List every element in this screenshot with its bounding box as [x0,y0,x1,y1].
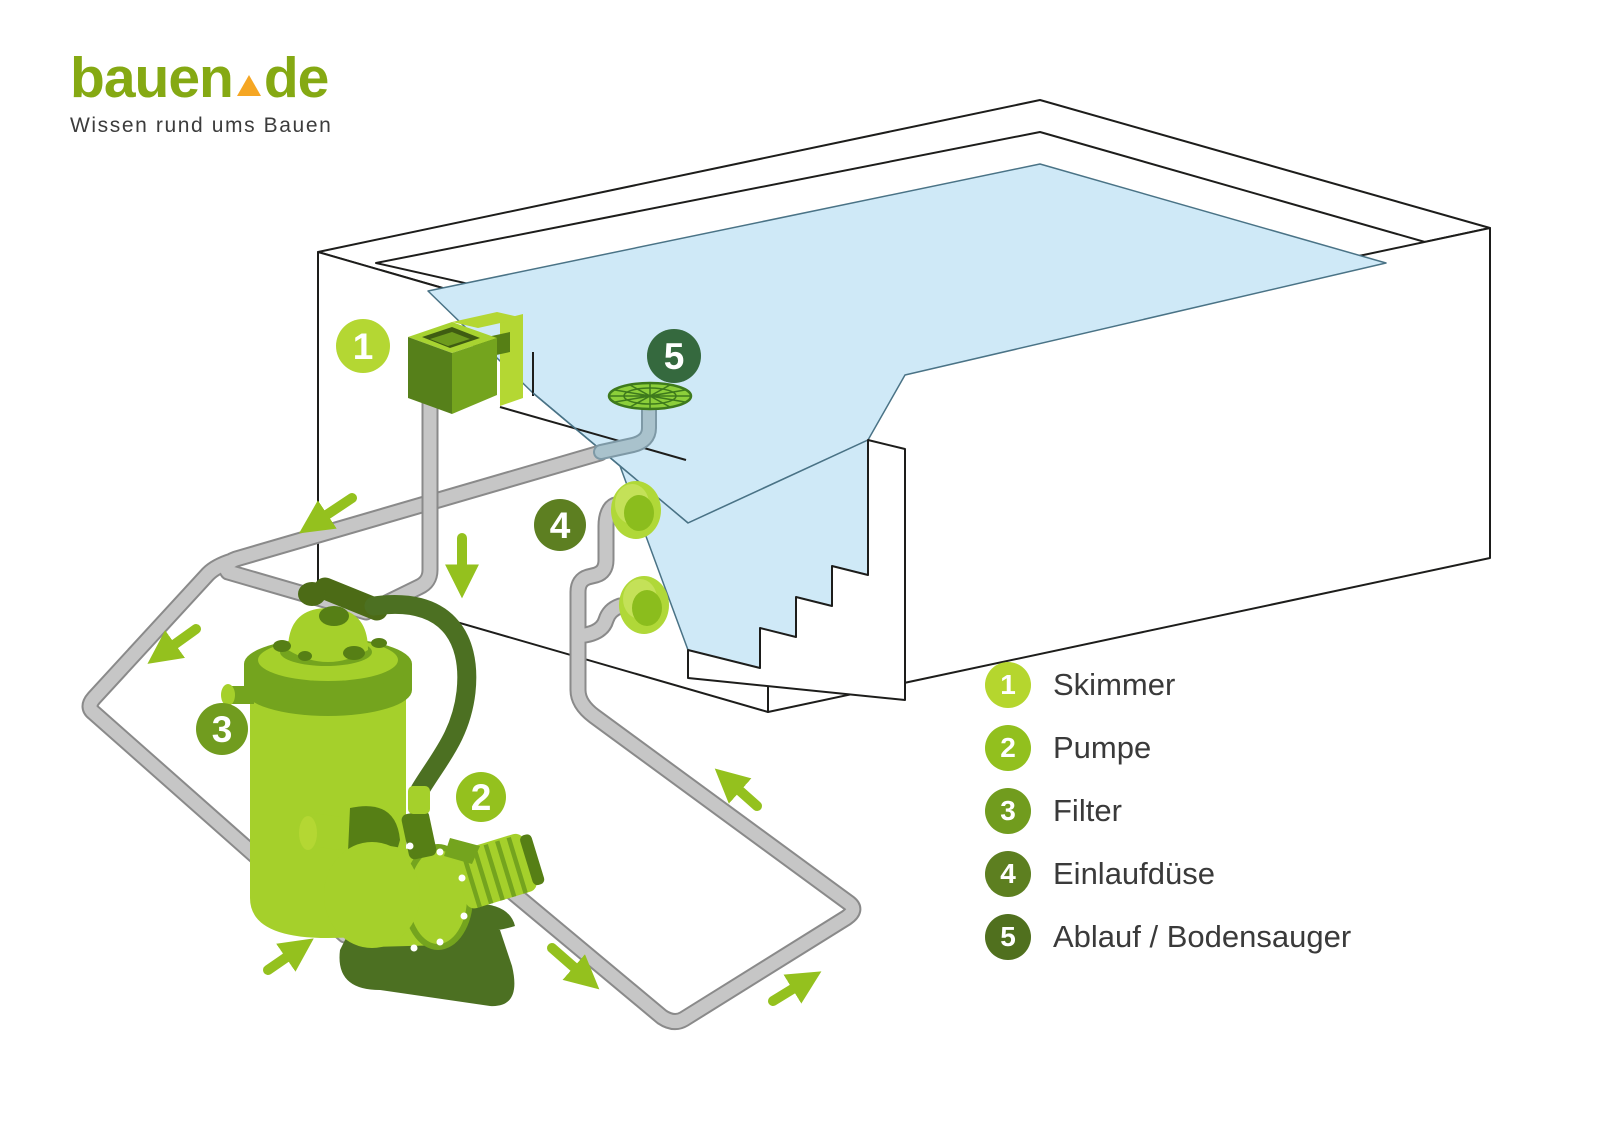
floor-drain [593,381,693,460]
filter-valve-handle [298,577,388,626]
legend-label-ablauf: Ablauf / Bodensauger [1053,919,1352,954]
pump-front [324,842,420,948]
flow-arrow-loop-left [147,624,201,664]
inlet-nozzle-upper [611,481,661,539]
logo-dot-icon [236,75,261,96]
legend-item-ablauf: 5 Ablauf / Bodensauger [985,914,1351,960]
svg-text:3: 3 [212,709,233,750]
badge-1-skimmer: 1 [336,319,390,373]
svg-text:2: 2 [471,777,492,818]
badge-2-pump: 2 [456,772,506,822]
legend-badge-3: 3 [985,788,1031,834]
legend-item-pumpe: 2 Pumpe [985,725,1351,771]
legend-item-skimmer: 1 Skimmer [985,662,1351,708]
pump-bolts [406,842,468,952]
badge-5-drain: 5 [647,329,701,383]
logo-brand: bauen [70,46,234,110]
flow-arrow-return-down [547,943,600,990]
badge-3-filter: 3 [196,703,248,755]
legend-badge-5: 5 [985,914,1031,960]
pool-stairs-cutaway [687,439,906,701]
pump-filter-hose [364,595,477,800]
inlet-nozzle-lower [619,576,669,634]
rim-edge-line [499,406,687,461]
pool [317,99,1491,713]
logo-tld: de [263,46,330,110]
skimmer-throat [500,314,523,406]
filter-side-port [221,684,254,706]
flow-arrow-drain [299,493,357,534]
legend: 1 Skimmer 2 Pumpe 3 Filter 4 Einlaufdüse… [985,662,1351,977]
legend-badge-4: 4 [985,851,1031,897]
legend-label-pumpe: Pumpe [1053,730,1152,765]
skimmer-pipe [363,377,439,619]
legend-item-filter: 3 Filter [985,788,1351,834]
logo-tagline: Wissen rund ums Bauen [70,114,333,137]
legend-label-filter: Filter [1053,793,1122,828]
drain-grate [607,381,693,411]
filter [221,577,412,938]
skimmer [408,312,523,414]
flow-arrow-bottom-left [263,938,314,975]
svg-text:1: 1 [353,326,374,367]
legend-item-einlaufduese: 4 Einlaufdüse [985,851,1351,897]
pump [299,786,545,1007]
suction-pipe-drain-loop [81,444,609,944]
flow-arrows [147,493,822,1006]
svg-text:4: 4 [550,505,571,546]
legend-label-skimmer: Skimmer [1053,667,1176,702]
flow-arrow-return-up [768,971,822,1006]
flow-arrow-to-nozzles [714,768,762,811]
legend-badge-2: 2 [985,725,1031,771]
legend-badge-1: 1 [985,662,1031,708]
svg-text:5: 5 [664,336,685,377]
legend-label-einlaufduese: Einlaufdüse [1053,856,1216,891]
badge-4-inlet: 4 [534,499,586,551]
return-pipe [496,496,862,1031]
